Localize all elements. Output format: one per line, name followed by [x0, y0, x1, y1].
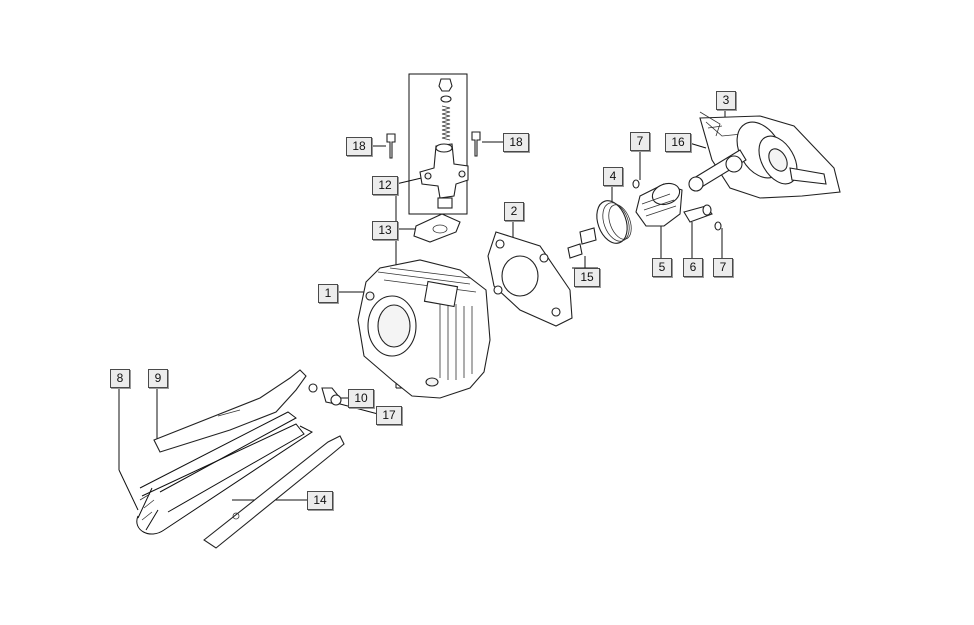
circlip-bottom: [714, 221, 722, 231]
callout-14: 14: [307, 491, 333, 510]
callout-7-bottom: 7: [713, 258, 733, 277]
callout-1: 1: [318, 284, 338, 303]
tensioner-guide: [153, 369, 307, 453]
callout-7-top: 7: [630, 132, 650, 151]
callout-18-left: 18: [346, 137, 372, 156]
callout-18-right: 18: [503, 133, 529, 152]
callout-10: 10: [348, 389, 374, 408]
callout-2: 2: [504, 202, 524, 221]
chain-guide: [203, 435, 345, 549]
callout-8: 8: [110, 369, 130, 388]
tensioner-assembly: [386, 73, 481, 215]
callout-5: 5: [652, 258, 672, 277]
timing-chain: [136, 411, 313, 535]
callout-9: 9: [148, 369, 168, 388]
callout-6: 6: [683, 258, 703, 277]
callout-4: 4: [603, 167, 623, 186]
piston: [635, 182, 683, 227]
callout-17: 17: [376, 406, 402, 425]
cylinder: [357, 259, 491, 399]
callout-16: 16: [665, 133, 691, 152]
callout-13: 13: [372, 221, 398, 240]
piston-pin: [683, 204, 713, 223]
dowel-pins: [567, 227, 597, 259]
callout-12: 12: [372, 176, 398, 195]
callout-3: 3: [716, 91, 736, 110]
circlip-top: [632, 179, 640, 189]
guide-bolt: [308, 383, 342, 406]
crankshaft-assembly: [688, 111, 841, 199]
cylinder-base-gasket: [487, 231, 573, 327]
piston-rings: [596, 200, 632, 244]
callout-15: 15: [574, 268, 600, 287]
tensioner-gasket: [413, 213, 461, 243]
